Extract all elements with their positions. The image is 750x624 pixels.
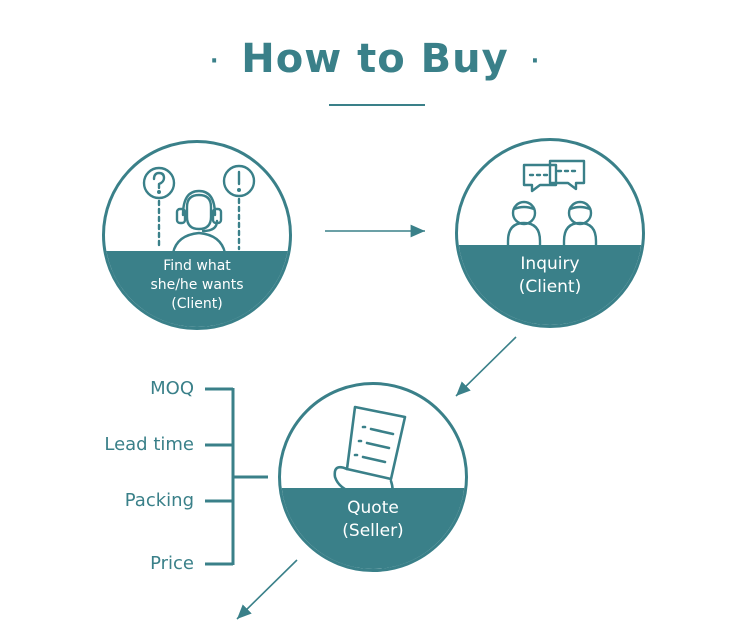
- quote-item-lead-time: Lead time: [104, 434, 194, 455]
- step-3-label: Quote (Seller): [281, 488, 465, 569]
- step-1-label-line-3: (Client): [171, 296, 223, 312]
- conversation-icon: [506, 159, 598, 251]
- title-bullet-left: ·: [209, 48, 220, 74]
- step-find-what-client-wants: Find what she/he wants (Client): [102, 140, 292, 330]
- arrow-step3-onward: [236, 559, 298, 620]
- quote-item-packing: Packing: [124, 490, 194, 511]
- step-3-label-line-2: (Seller): [342, 521, 404, 541]
- support-agent-icon: [142, 164, 256, 255]
- title-bullet-right: ·: [530, 48, 541, 74]
- arrow-step2-to-step3: [455, 336, 517, 397]
- step-1-label-line-2: she/he wants: [150, 277, 244, 293]
- step-2-label: Inquiry (Client): [458, 245, 642, 325]
- title-underline: [329, 104, 425, 106]
- step-1-label: Find what she/he wants (Client): [105, 251, 289, 327]
- step-2-label-line-2: (Client): [518, 277, 582, 297]
- step-inquiry-client: Inquiry (Client): [455, 138, 645, 328]
- page-title: · How to Buy ·: [0, 36, 750, 82]
- step-1-label-line-1: Find what: [163, 258, 231, 274]
- step-2-label-line-1: Inquiry: [520, 254, 580, 274]
- step-3-label-line-1: Quote: [347, 498, 399, 518]
- step-quote-seller: Quote (Seller): [278, 382, 468, 572]
- title-text: How to Buy: [241, 36, 509, 82]
- quote-item-price: Price: [150, 553, 194, 574]
- quote-item-moq: MOQ: [150, 378, 194, 399]
- quote-items-bracket: [205, 387, 268, 566]
